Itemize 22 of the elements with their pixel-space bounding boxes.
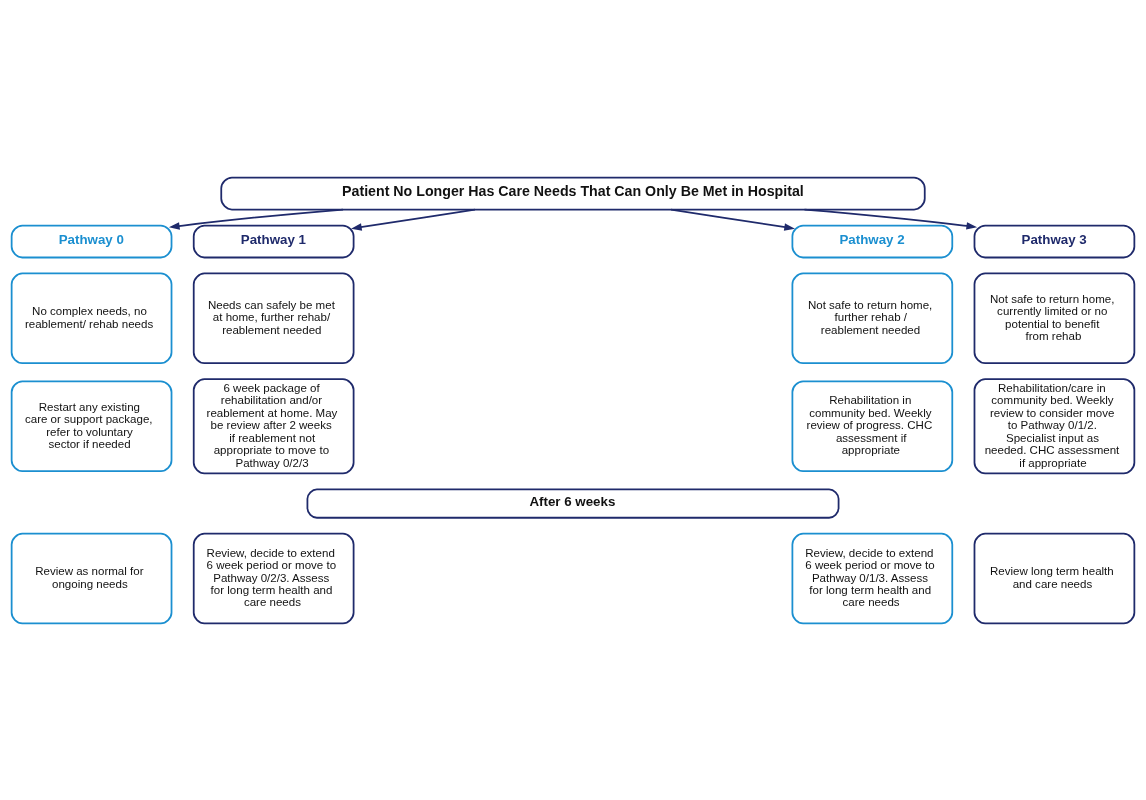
node-box: Review as normal for ongoing needs [10,532,173,624]
node-box: Review, decide to extend 6 week period or move to Pathway 0/2/3. Assess for long term health and care needs [192,532,355,624]
node-box: Not safe to return home, further rehab / reablement needed [791,272,954,364]
node-box: Pathway 0 [10,224,173,258]
node-box: 6 week package of rehabilitation and/or reablement at home. May be review after 2 weeks if reablement not appropriate to move to Pathway 0/2/3 [192,377,355,474]
node-box: Pathway 1 [192,224,355,258]
node-box: No complex needs, no reablement/ rehab needs [10,272,173,364]
node-box: Patient No Longer Has Care Needs That Can Only Be Met in Hospital [220,176,926,210]
node-box: Restart any existing care or support package, refer to voluntary sector if needed [10,380,173,472]
arrow [168,208,344,230]
arrow [670,208,795,231]
node-box: Rehabilitation in community bed. Weekly review of progress. CHC assessment if appropriate [791,380,954,472]
node-box: Review, decide to extend 6 week period or move to Pathway 0/1/3. Assess for long term health and care needs [791,532,954,624]
node-box: After 6 weeks [306,487,840,519]
node-box: Rehabilitation/care in community bed. Weekly review to consider move to Pathway 0/1/2. Specialist input as needed. CHC assessment if appropriate [973,377,1136,474]
node-box: Review long term health and care needs [973,532,1136,624]
node-box: Pathway 3 [973,224,1136,258]
node-box: Pathway 2 [791,224,954,258]
arrow [803,208,978,230]
arrow [351,208,476,231]
node-box: Needs can safely be met at home, further rehab/ reablement needed [192,272,355,364]
node-box: Not safe to return home, currently limited or no potential to benefit from rehab [973,272,1136,364]
